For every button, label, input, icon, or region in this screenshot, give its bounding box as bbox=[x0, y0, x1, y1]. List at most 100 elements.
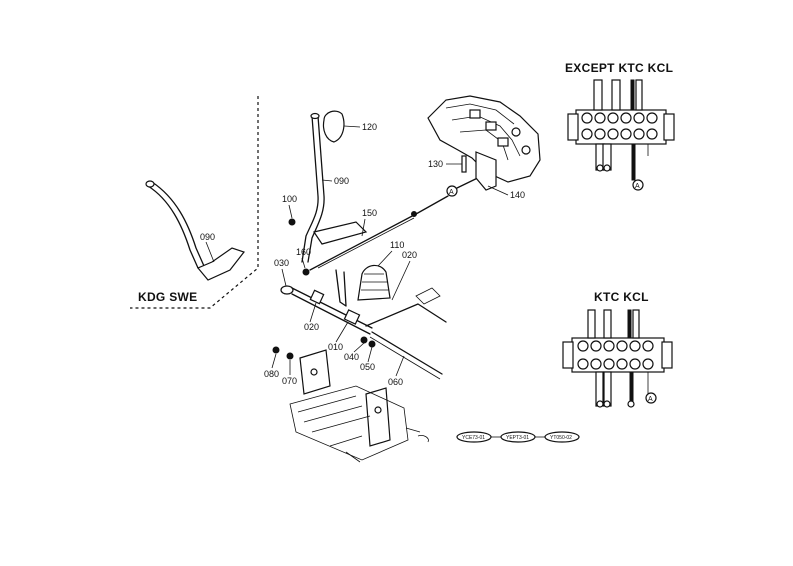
link-to-valve bbox=[415, 195, 449, 215]
kdg-swe-inset: 090 KDG SWE bbox=[130, 96, 259, 309]
bolt-100 bbox=[288, 218, 296, 226]
spool-a4 bbox=[620, 112, 632, 124]
ktc-spool-b5 bbox=[629, 358, 641, 370]
ktc-spool-b3 bbox=[603, 358, 615, 370]
valve-port-1 bbox=[469, 109, 481, 119]
floor-detail bbox=[297, 395, 371, 447]
spool-a6 bbox=[646, 112, 658, 124]
leader-090 bbox=[321, 179, 333, 182]
callout-a-main bbox=[446, 185, 458, 197]
callout-a-ktc bbox=[645, 392, 657, 404]
part-label-020-left: 020 bbox=[304, 322, 319, 332]
leader-080 bbox=[271, 353, 277, 369]
part-label-030: 030 bbox=[274, 258, 289, 268]
handle-top-4 bbox=[635, 79, 643, 111]
ktc-spool-a4 bbox=[616, 340, 628, 352]
ktc-handle-top-2 bbox=[603, 309, 612, 339]
mounting-bracket bbox=[289, 349, 429, 463]
washer-070 bbox=[286, 352, 294, 360]
knob-120 bbox=[322, 110, 345, 143]
bracket-plate-right bbox=[365, 387, 391, 447]
valve-port-3 bbox=[497, 137, 509, 147]
ktc-spool-a1 bbox=[577, 340, 589, 352]
part-label-060: 060 bbox=[388, 377, 403, 387]
valve-body-outline bbox=[427, 95, 541, 183]
ktc-spool-b6 bbox=[642, 358, 654, 370]
ktc-handle-bottom-3-pivot bbox=[627, 400, 635, 408]
ref-code-3: YT050-02 bbox=[550, 435, 572, 441]
leader-020-top bbox=[391, 260, 411, 301]
spool-a1 bbox=[581, 112, 593, 124]
rod-150 bbox=[309, 213, 417, 271]
leader-010 bbox=[335, 321, 349, 343]
spool-a5 bbox=[633, 112, 645, 124]
alt-lever-knob bbox=[145, 180, 155, 188]
spool-b6 bbox=[646, 128, 658, 140]
alt-lever-rod-edge bbox=[151, 181, 205, 267]
part-label-140: 140 bbox=[510, 190, 525, 200]
leader-040 bbox=[353, 342, 365, 353]
vertical-arm bbox=[335, 269, 347, 307]
leader-090-alt bbox=[205, 241, 215, 263]
ktc-spool-b4 bbox=[616, 358, 628, 370]
main-lever-assembly: 120 090 100 150 A bbox=[282, 110, 491, 271]
valve-fitting-2 bbox=[521, 145, 531, 155]
part-label-040: 040 bbox=[344, 352, 359, 362]
leader-060 bbox=[395, 355, 405, 377]
reference-codes: YCE73-01 YEPT3-01 YT050-02 bbox=[456, 431, 580, 443]
pivot-030 bbox=[280, 285, 294, 295]
callout-a-except bbox=[632, 179, 644, 191]
leader-140 bbox=[487, 185, 509, 196]
leader-110 bbox=[377, 250, 393, 267]
ref-code-2: YEPT3-01 bbox=[506, 435, 529, 441]
except-valve-endcap-right bbox=[663, 113, 675, 141]
ktc-kcl-header: KTC KCL bbox=[594, 290, 649, 304]
link-rod-lower bbox=[365, 303, 447, 327]
bracket-hole-2 bbox=[374, 406, 382, 414]
bracket-fastener bbox=[405, 427, 429, 443]
handle-bottom-3 bbox=[631, 143, 636, 181]
valve-fitting-1 bbox=[511, 127, 521, 137]
valve-body-detail-1 bbox=[445, 103, 515, 125]
ktc-spool-b2 bbox=[590, 358, 602, 370]
part-label-150: 150 bbox=[362, 208, 377, 218]
bracket-plate bbox=[415, 287, 441, 305]
ktc-valve-endcap-right bbox=[661, 341, 673, 369]
bolt-080 bbox=[272, 346, 280, 354]
spool-a3 bbox=[607, 112, 619, 124]
handle-bottom-2-pivot bbox=[603, 164, 611, 172]
main-lever-rod-edge bbox=[307, 115, 325, 263]
boot-110-ribs bbox=[361, 273, 389, 291]
spool-b1 bbox=[581, 128, 593, 140]
bracket-140 bbox=[475, 151, 497, 191]
ktc-handle-bottom-1-pivot bbox=[596, 400, 604, 408]
bracket-hole-1 bbox=[310, 368, 318, 376]
ktc-valve-endcap-left bbox=[562, 341, 574, 369]
alt-lever-pedal bbox=[197, 247, 245, 281]
leader-160 bbox=[301, 257, 306, 269]
spool-b4 bbox=[620, 128, 632, 140]
part-label-020-top: 020 bbox=[402, 250, 417, 260]
ktc-handle-bottom-2-pivot bbox=[603, 400, 611, 408]
pin-130 bbox=[461, 155, 467, 173]
part-label-110: 110 bbox=[390, 240, 404, 250]
ref-code-1: YCE73-01 bbox=[462, 435, 485, 441]
part-label-080: 080 bbox=[264, 369, 279, 379]
lower-linkage: 110 020 160 030 020 010 040 050 bbox=[264, 240, 447, 387]
ktc-spool-b1 bbox=[577, 358, 589, 370]
valve-body-detail-3 bbox=[459, 129, 509, 161]
ktc-valve-spools bbox=[577, 340, 654, 370]
washer-160 bbox=[302, 268, 310, 276]
hydraulic-valve-body: 130 140 bbox=[427, 95, 541, 200]
valve-port-2 bbox=[485, 121, 497, 131]
ktc-spool-a3 bbox=[603, 340, 615, 352]
handle-top-2 bbox=[611, 79, 621, 111]
ktc-handle-top-3 bbox=[627, 309, 632, 339]
boot-110 bbox=[357, 264, 391, 301]
ktc-valve-handles bbox=[587, 309, 649, 408]
floor-outline bbox=[289, 385, 409, 461]
leader-020-left bbox=[309, 302, 317, 323]
part-label-010: 010 bbox=[328, 342, 343, 352]
